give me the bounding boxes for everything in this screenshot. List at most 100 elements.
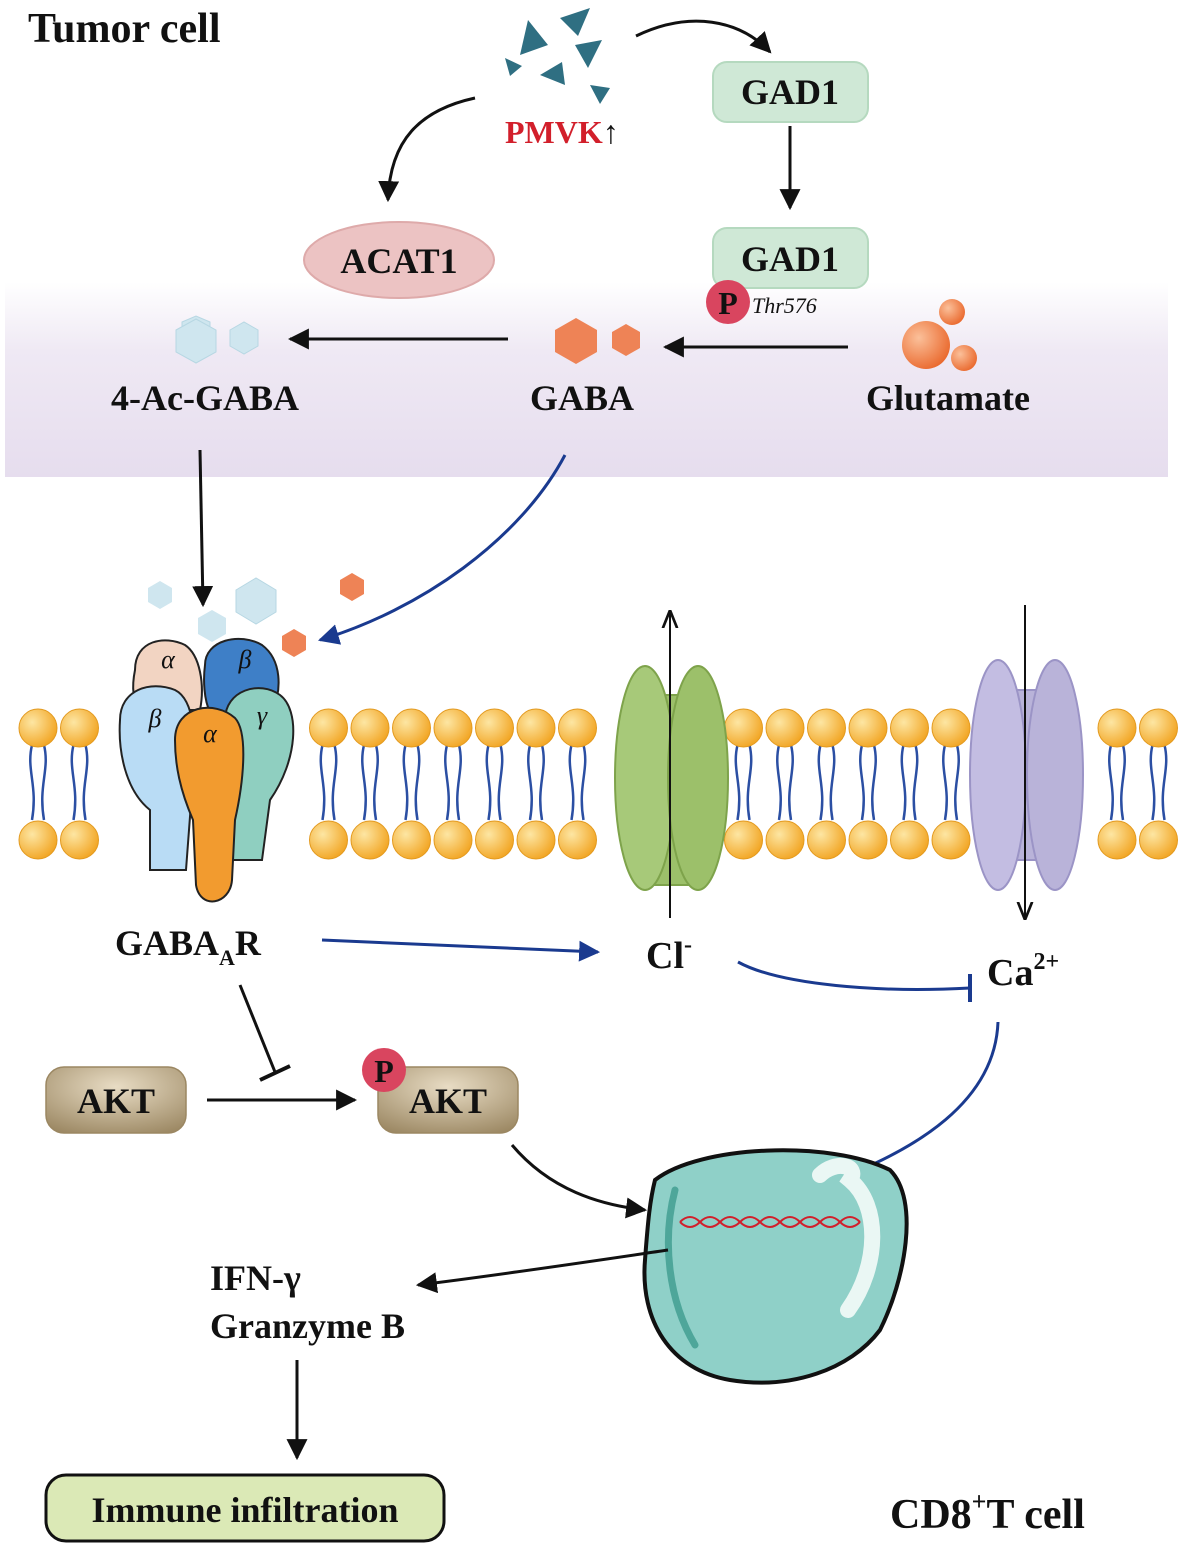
lipid-tail	[900, 744, 919, 821]
lipid-head	[1139, 820, 1178, 860]
lipid-bilayer	[18, 708, 1178, 860]
arrow-gabaar-to-cl	[321, 938, 601, 962]
lipid-head	[558, 708, 597, 748]
lipid-head	[1139, 708, 1178, 748]
lipid-head	[931, 820, 971, 860]
arrow-nucleus-to-ifn	[415, 1248, 669, 1294]
akt-label: AKT	[77, 1081, 155, 1121]
lipid-head	[475, 708, 514, 748]
lipid-tail	[319, 744, 338, 821]
p-akt-phospho-circle	[362, 1048, 406, 1092]
lipid-head	[890, 820, 929, 860]
lipid-tail	[527, 744, 545, 821]
lipid-tail	[29, 744, 47, 821]
nucleus-rim	[664, 1186, 699, 1349]
lipid-tail	[70, 744, 89, 821]
ifn-gamma-label: IFN-γ	[210, 1258, 301, 1298]
lipid-head	[765, 820, 805, 860]
ca-label: Ca2+	[987, 949, 1059, 994]
inhibit-cl-to-ca	[737, 960, 971, 991]
lipid-head	[890, 708, 929, 748]
lipid-tail	[361, 744, 379, 821]
arrow-gaba-to-receptor	[317, 454, 567, 645]
p-akt-label: AKT	[409, 1081, 487, 1121]
glutamate-label: Glutamate	[866, 378, 1030, 418]
gad1-top-box	[712, 61, 869, 123]
lipid-tail	[942, 744, 960, 821]
subunit-gamma-label: γ	[257, 701, 268, 730]
lipid-tail	[568, 744, 587, 821]
lipid-tail	[402, 744, 421, 821]
lipid-tail	[1149, 744, 1168, 821]
arrow-pmvk-to-gad1	[635, 19, 772, 54]
gaba-molecules	[555, 318, 640, 364]
gad1-phospho-circle	[706, 280, 750, 324]
subunit-alpha-top-label: α	[161, 645, 176, 674]
lipid-head	[1097, 708, 1137, 748]
nucleus-highlight	[812, 1157, 881, 1318]
subunit-alpha-mid	[173, 706, 245, 903]
arrow-pmvk-to-acat1	[378, 96, 476, 203]
lipid-head	[60, 820, 99, 860]
lipid-tail	[734, 744, 753, 821]
lipid-head	[724, 708, 763, 748]
tumor-cell-label: Tumor cell	[28, 6, 221, 52]
dna-strand-2	[679, 1216, 861, 1228]
lipid-head	[848, 820, 888, 860]
ac-gaba-molecules	[175, 315, 259, 364]
lipid-head	[392, 820, 431, 860]
p-akt-phospho-p: P	[374, 1053, 394, 1089]
lipid-head	[724, 820, 763, 860]
glutamate-molecules	[902, 299, 977, 371]
thr576-label: Thr576	[752, 293, 817, 318]
lipid-head	[60, 708, 99, 748]
akt-box	[45, 1066, 187, 1134]
subunit-beta-top-label: β	[238, 645, 252, 674]
gaba-label: GABA	[530, 378, 634, 418]
acat1-ellipse	[303, 221, 495, 299]
lipid-tail	[444, 744, 462, 821]
chloride-channel	[614, 665, 729, 891]
dna-strand-1	[679, 1216, 861, 1228]
subunit-alpha-mid-label: α	[203, 719, 218, 748]
lipid-head	[931, 708, 971, 748]
receptor-ligands	[148, 573, 364, 657]
lipid-head	[475, 820, 514, 860]
gabaa-receptor	[118, 637, 295, 903]
lipid-head	[807, 820, 846, 860]
ac-gaba-label: 4-Ac-GABA	[111, 378, 299, 418]
lipid-head	[350, 820, 390, 860]
lipid-head	[350, 708, 390, 748]
cl-label: Cl-	[646, 932, 692, 977]
p-akt-box	[377, 1066, 519, 1134]
lipid-head	[765, 708, 805, 748]
arrow-pakt-to-nucleus	[510, 1144, 648, 1219]
inhibit-gabaar-to-akt-bar	[259, 1064, 291, 1082]
lipid-head	[18, 708, 58, 748]
lipid-head	[392, 708, 431, 748]
lipid-tail	[817, 744, 836, 821]
gabaar-label: GABAAR	[115, 923, 262, 970]
lipid-head	[309, 708, 348, 748]
gad1-bottom-box	[712, 227, 869, 289]
granzyme-b-label: Granzyme B	[210, 1306, 405, 1346]
lipid-head	[309, 820, 348, 860]
pmvk-molecules	[505, 8, 610, 104]
gad1-phospho-p: P	[718, 285, 738, 321]
lipid-head	[516, 708, 556, 748]
lipid-head	[433, 708, 473, 748]
cd8-t-cell-label: CD8+T cell	[890, 1487, 1085, 1538]
immune-infiltration-box	[44, 1473, 446, 1543]
acat1-label: ACAT1	[340, 241, 457, 281]
lipid-head	[807, 708, 846, 748]
tumor-membrane-band	[5, 282, 1168, 477]
lipid-tail	[776, 744, 794, 821]
gad1-top-label: GAD1	[741, 72, 839, 112]
lipid-tail	[859, 744, 877, 821]
calcium-channel	[969, 659, 1084, 891]
lipid-head	[516, 820, 556, 860]
inhibit-gabaar-to-akt	[238, 984, 277, 1073]
subunit-beta-left-label: β	[148, 704, 162, 733]
lipid-head	[1097, 820, 1137, 860]
